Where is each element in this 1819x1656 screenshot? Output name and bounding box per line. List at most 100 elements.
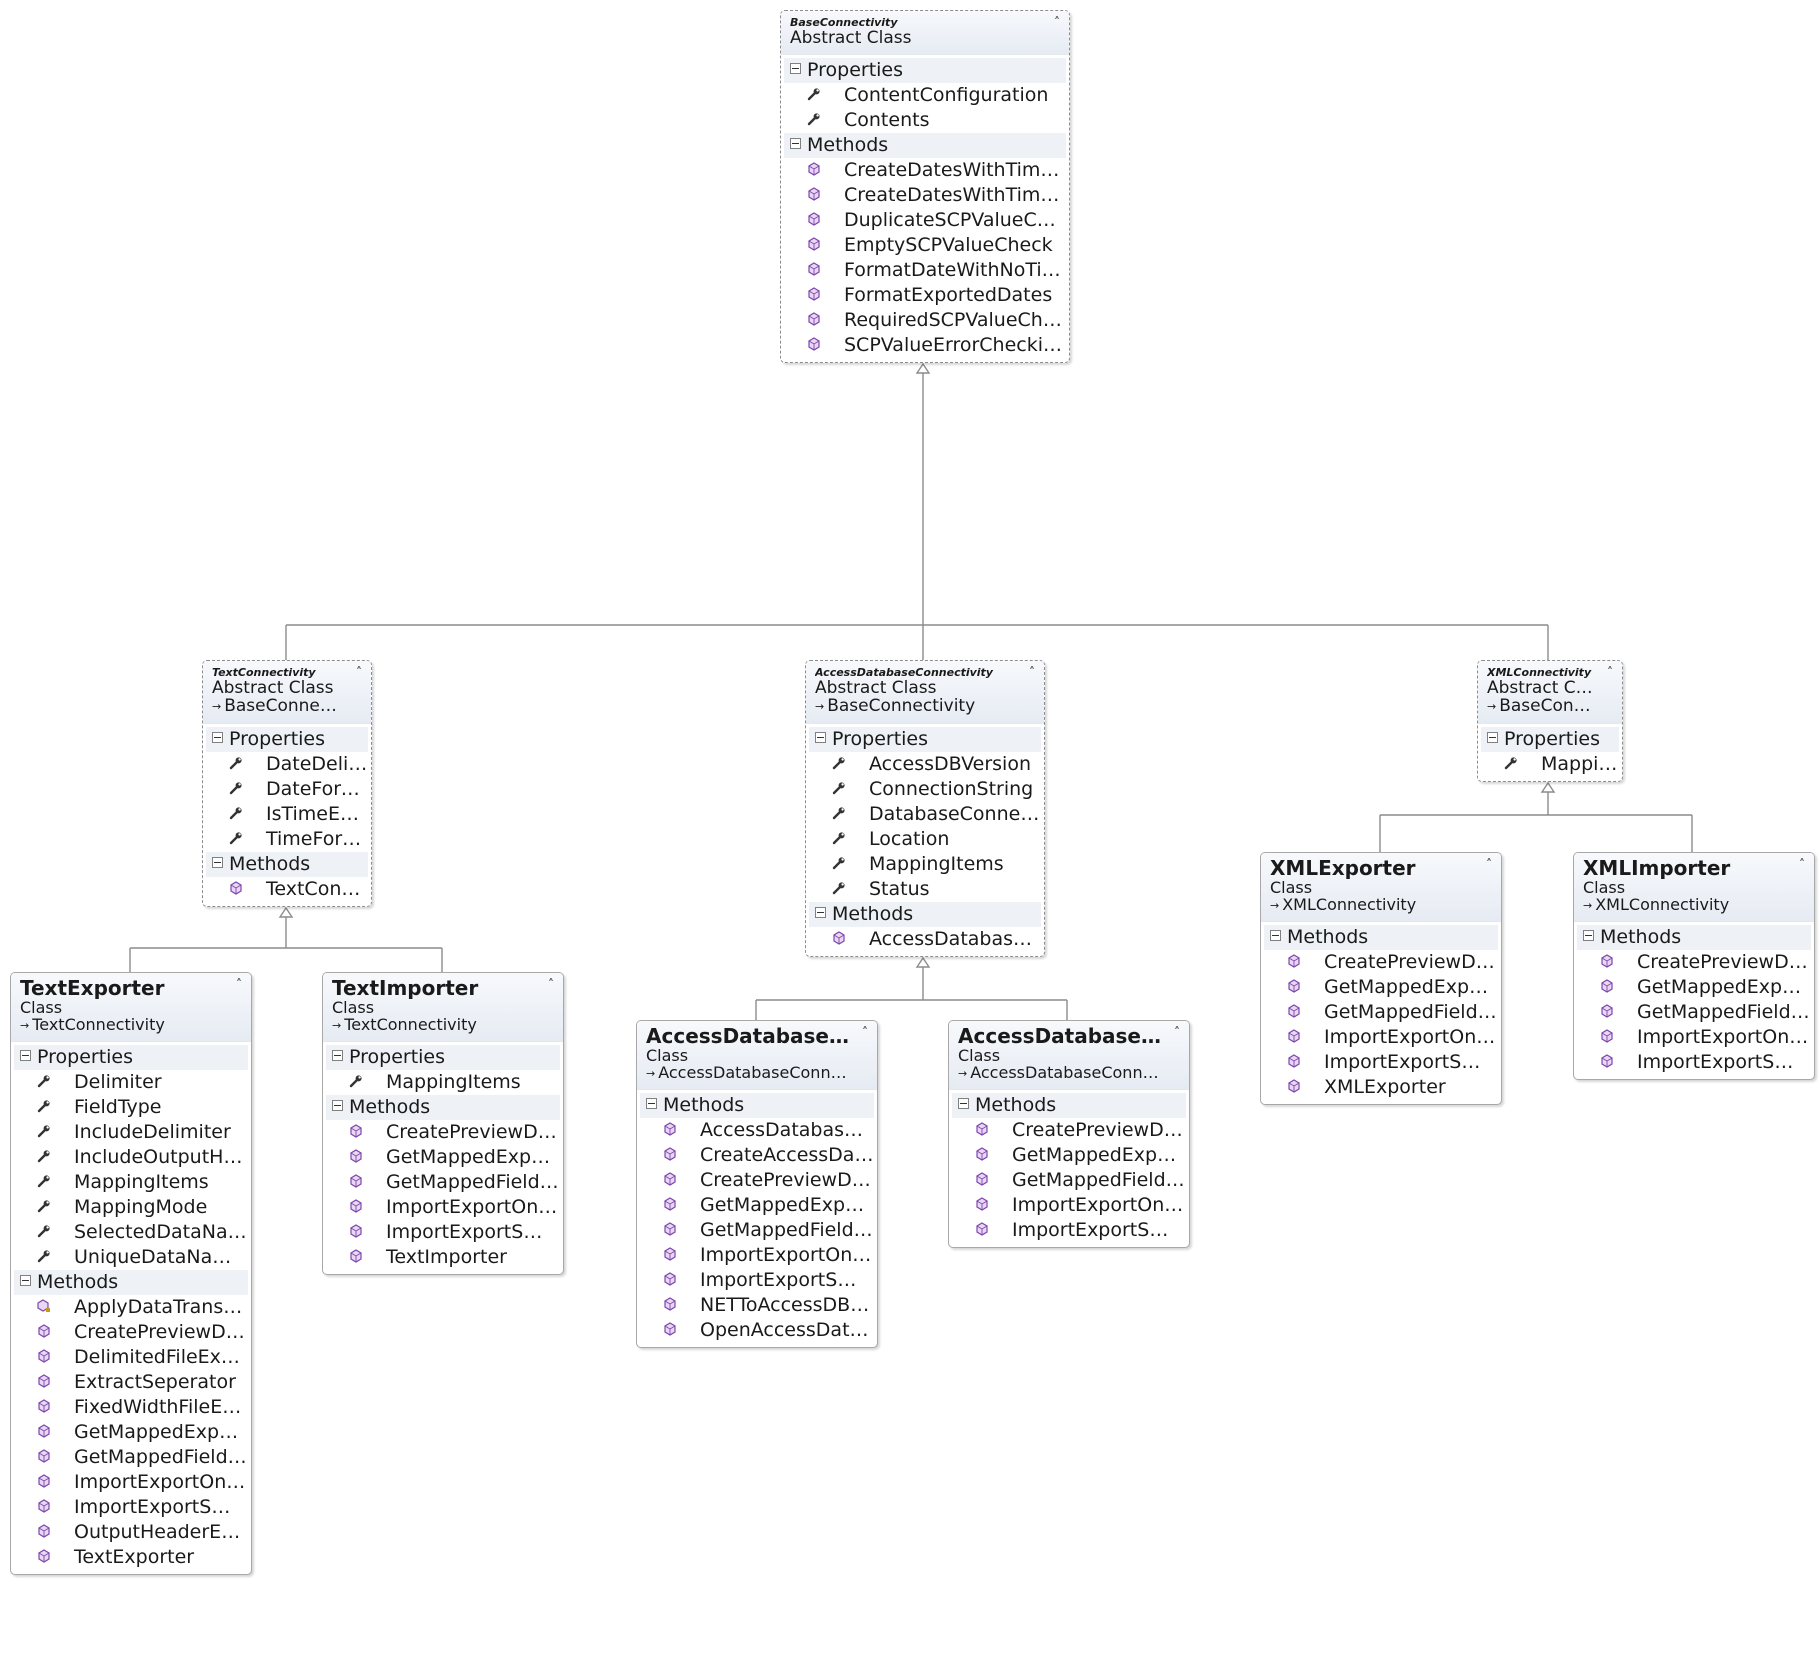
collapse-toggle-icon[interactable]	[646, 1098, 657, 1109]
method-item[interactable]: OpenAccessData…	[640, 1318, 874, 1343]
method-item[interactable]: CreatePreviewData	[1577, 950, 1811, 975]
method-item[interactable]: GetMappedField…	[952, 1168, 1186, 1193]
method-item[interactable]: EmptySCPValueCheck	[784, 233, 1066, 258]
section-header-methods[interactable]: Methods	[206, 852, 368, 877]
method-item[interactable]: GetMappedExpor…	[326, 1145, 560, 1170]
method-item[interactable]: CreatePreviewData	[14, 1320, 248, 1345]
section-header-methods[interactable]: Methods	[640, 1093, 874, 1118]
method-item[interactable]: ImportExportSma…	[952, 1218, 1186, 1243]
collapse-toggle-icon[interactable]	[958, 1098, 969, 1109]
property-item[interactable]: DateDeli…	[206, 752, 368, 777]
collapse-toggle-icon[interactable]	[1270, 930, 1281, 941]
method-item[interactable]: CreatePreviewData	[1264, 950, 1498, 975]
method-item[interactable]: AccessDatabaseC…	[809, 927, 1041, 952]
method-item[interactable]: CreateDatesWithTimei…	[784, 183, 1066, 208]
method-item[interactable]: TextExporter	[14, 1545, 248, 1570]
method-item[interactable]: GetMappedExpor…	[952, 1143, 1186, 1168]
collapse-toggle-icon[interactable]	[790, 138, 801, 149]
section-header-properties[interactable]: Properties	[809, 727, 1041, 752]
property-item[interactable]: FieldType	[14, 1095, 248, 1120]
method-item[interactable]: FixedWidthFileEx…	[14, 1395, 248, 1420]
collapse-toggle-icon[interactable]	[20, 1275, 31, 1286]
section-header-methods[interactable]: Methods	[809, 902, 1041, 927]
section-header-methods[interactable]: Methods	[326, 1095, 560, 1120]
collapse-chevron-icon[interactable]: ˄	[862, 1025, 868, 1039]
method-item[interactable]: RequiredSCPValueCheck	[784, 308, 1066, 333]
method-item[interactable]: GetMappedExpor…	[1264, 975, 1498, 1000]
method-item[interactable]: GetMappedExpor…	[1577, 975, 1811, 1000]
collapse-chevron-icon[interactable]: ˄	[1799, 857, 1805, 871]
method-item[interactable]: GetMappedExpor…	[14, 1420, 248, 1445]
property-item[interactable]: IncludeOutputHe…	[14, 1145, 248, 1170]
collapse-chevron-icon[interactable]: ˄	[1607, 665, 1613, 679]
collapse-toggle-icon[interactable]	[790, 63, 801, 74]
class-box-accessdatabaseexporter[interactable]: AccessDatabaseEx…Class→AccessDatabaseCon…	[636, 1020, 878, 1348]
property-item[interactable]: Contents	[784, 108, 1066, 133]
property-item[interactable]: Status	[809, 877, 1041, 902]
method-item[interactable]: FormatDateWithNoTi…	[784, 258, 1066, 283]
collapse-chevron-icon[interactable]: ˄	[1174, 1025, 1180, 1039]
property-item[interactable]: MappingItems	[326, 1070, 560, 1095]
property-item[interactable]: UniqueDataNames	[14, 1245, 248, 1270]
method-item[interactable]: ImportExportOne…	[640, 1243, 874, 1268]
method-item[interactable]: CreatePreviewData	[952, 1118, 1186, 1143]
method-item[interactable]: ImportExportSma…	[1577, 1050, 1811, 1075]
method-item[interactable]: ImportExportSma…	[14, 1495, 248, 1520]
method-item[interactable]: AccessDatabaseE…	[640, 1118, 874, 1143]
method-item[interactable]: ImportExportOne…	[1577, 1025, 1811, 1050]
method-item[interactable]: ApplyDataTransfo…	[14, 1295, 248, 1320]
method-item[interactable]: GetMappedField…	[326, 1170, 560, 1195]
property-item[interactable]: Mappi…	[1481, 752, 1619, 777]
method-item[interactable]: GetMappedField…	[1264, 1000, 1498, 1025]
collapse-chevron-icon[interactable]: ˄	[548, 977, 554, 991]
method-item[interactable]: CreatePreviewData	[326, 1120, 560, 1145]
property-item[interactable]: Delimiter	[14, 1070, 248, 1095]
collapse-toggle-icon[interactable]	[332, 1050, 343, 1061]
section-header-methods[interactable]: Methods	[1577, 925, 1811, 950]
collapse-toggle-icon[interactable]	[1487, 732, 1498, 743]
method-item[interactable]: DelimitedFileExpo…	[14, 1345, 248, 1370]
method-item[interactable]: DuplicateSCPValueCheck	[784, 208, 1066, 233]
section-header-properties[interactable]: Properties	[206, 727, 368, 752]
collapse-toggle-icon[interactable]	[815, 907, 826, 918]
method-item[interactable]: ImportExportOne…	[1264, 1025, 1498, 1050]
method-item[interactable]: GetMappedExpor…	[640, 1193, 874, 1218]
property-item[interactable]: TimeFor…	[206, 827, 368, 852]
method-item[interactable]: GetMappedField…	[14, 1445, 248, 1470]
property-item[interactable]: DateForm…	[206, 777, 368, 802]
method-item[interactable]: FormatExportedDates	[784, 283, 1066, 308]
collapse-chevron-icon[interactable]: ˄	[356, 665, 362, 679]
section-header-properties[interactable]: Properties	[14, 1045, 248, 1070]
method-item[interactable]: OutputHeaderEx…	[14, 1520, 248, 1545]
section-header-properties[interactable]: Properties	[1481, 727, 1619, 752]
method-item[interactable]: ImportExportSma…	[640, 1268, 874, 1293]
section-header-methods[interactable]: Methods	[1264, 925, 1498, 950]
method-item[interactable]: ImportExportSma…	[326, 1220, 560, 1245]
section-header-methods[interactable]: Methods	[14, 1270, 248, 1295]
method-item[interactable]: GetMappedField…	[640, 1218, 874, 1243]
method-item[interactable]: ExtractSeperator	[14, 1370, 248, 1395]
property-item[interactable]: MappingItems	[14, 1170, 248, 1195]
property-item[interactable]: ContentConfiguration	[784, 83, 1066, 108]
method-item[interactable]: CreatePreviewData	[640, 1168, 874, 1193]
collapse-chevron-icon[interactable]: ˄	[1486, 857, 1492, 871]
section-header-methods[interactable]: Methods	[784, 133, 1066, 158]
method-item[interactable]: CreateAccessData…	[640, 1143, 874, 1168]
method-item[interactable]: CreateDatesWithTimei…	[784, 158, 1066, 183]
section-header-methods[interactable]: Methods	[952, 1093, 1186, 1118]
collapse-chevron-icon[interactable]: ˄	[236, 977, 242, 991]
collapse-chevron-icon[interactable]: ˄	[1054, 15, 1060, 29]
collapse-toggle-icon[interactable]	[212, 732, 223, 743]
property-item[interactable]: MappingMode	[14, 1195, 248, 1220]
collapse-toggle-icon[interactable]	[212, 857, 223, 868]
collapse-chevron-icon[interactable]: ˄	[1029, 665, 1035, 679]
method-item[interactable]: ImportExportOne…	[952, 1193, 1186, 1218]
property-item[interactable]: DatabaseConnect…	[809, 802, 1041, 827]
property-item[interactable]: AccessDBVersion	[809, 752, 1041, 777]
property-item[interactable]: MappingItems	[809, 852, 1041, 877]
